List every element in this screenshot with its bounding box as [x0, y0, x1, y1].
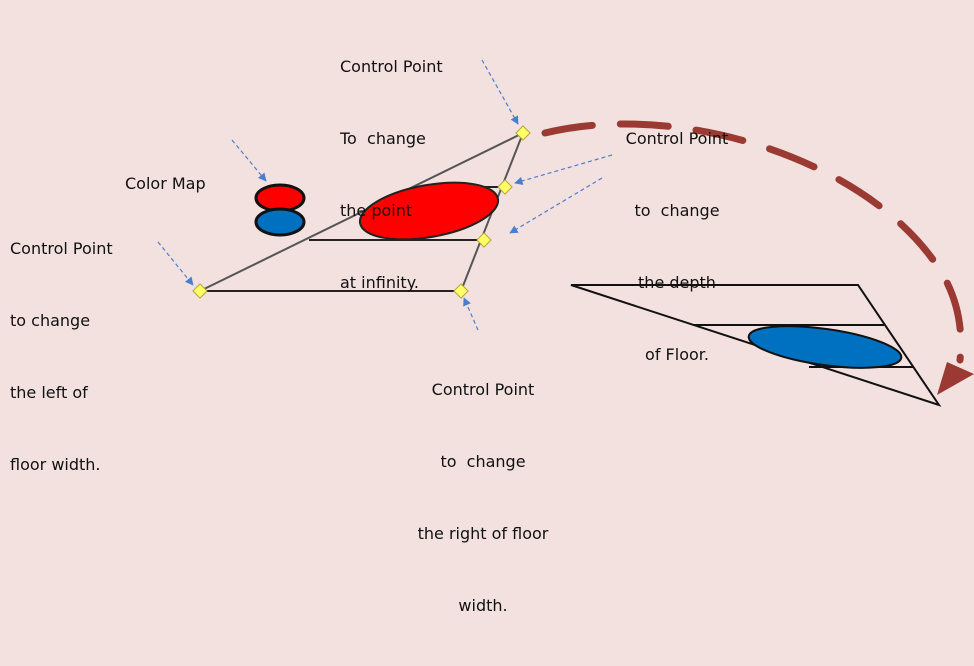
rotation-arrow-head	[937, 362, 974, 395]
left-label-line-4: floor width.	[10, 455, 101, 474]
color-map	[254, 183, 306, 237]
color-map-label: Color Map	[125, 124, 206, 244]
infinity-control-handle[interactable]	[515, 125, 531, 141]
diagram: Control Point To change the point at inf…	[10, 7, 974, 615]
leader-right-width	[463, 297, 479, 331]
leader-color-map	[231, 139, 267, 182]
infinity-label-line-1: Control Point	[340, 57, 443, 76]
leader-left-width	[157, 241, 194, 286]
right-label-line-3: the right of floor	[417, 524, 549, 543]
depth-label-line-1: Control Point	[625, 129, 729, 148]
depth-label-line-2: to change	[634, 201, 720, 220]
left-width-control-handle[interactable]	[192, 283, 208, 299]
right-label-line-4: width.	[458, 596, 508, 615]
infinity-label-line-4: at infinity.	[340, 273, 419, 292]
depth-label-line-4: of Floor.	[645, 345, 709, 364]
diagram-canvas	[157, 59, 974, 407]
right-width-control-label: Control Point to change the right of flo…	[388, 330, 578, 666]
leader-depth-far	[514, 154, 613, 185]
red-floor-ellipse	[358, 181, 500, 241]
left-edge-line	[199, 132, 524, 292]
depth-near-control-handle[interactable]	[476, 232, 492, 248]
depth-label-line-3: the depth	[638, 273, 716, 292]
color-map-red-swatch[interactable]	[254, 183, 306, 213]
rotation-arrow-path	[541, 120, 965, 364]
left-label-line-3: the left of	[10, 383, 88, 402]
depth-far-control-handle[interactable]	[497, 179, 513, 195]
infinity-label-line-3: the point	[340, 201, 413, 220]
leader-infinity	[481, 59, 519, 125]
flipped-floor	[570, 284, 942, 407]
leader-depth-near	[509, 177, 603, 234]
left-width-control-label: Control Point to change the left of floo…	[10, 189, 113, 525]
color-map-blue-swatch[interactable]	[254, 207, 306, 237]
control-points	[192, 125, 531, 299]
right-width-control-handle[interactable]	[453, 283, 469, 299]
infinity-label-line-2: To change	[340, 129, 426, 148]
left-label-line-2: to change	[10, 311, 91, 330]
leader-arrows	[157, 59, 613, 331]
perspective-floor	[199, 132, 524, 292]
rotation-arrow	[541, 120, 974, 395]
left-label-line-1: Control Point	[10, 239, 113, 258]
infinity-control-label: Control Point To change the point at inf…	[340, 7, 443, 343]
right-label-line-1: Control Point	[431, 380, 535, 399]
blue-floor-ellipse	[747, 325, 903, 369]
color-map-label-text: Color Map	[125, 174, 206, 193]
depth-control-label: Control Point to change the depth of Flo…	[604, 79, 750, 415]
right-label-line-2: to change	[440, 452, 526, 471]
